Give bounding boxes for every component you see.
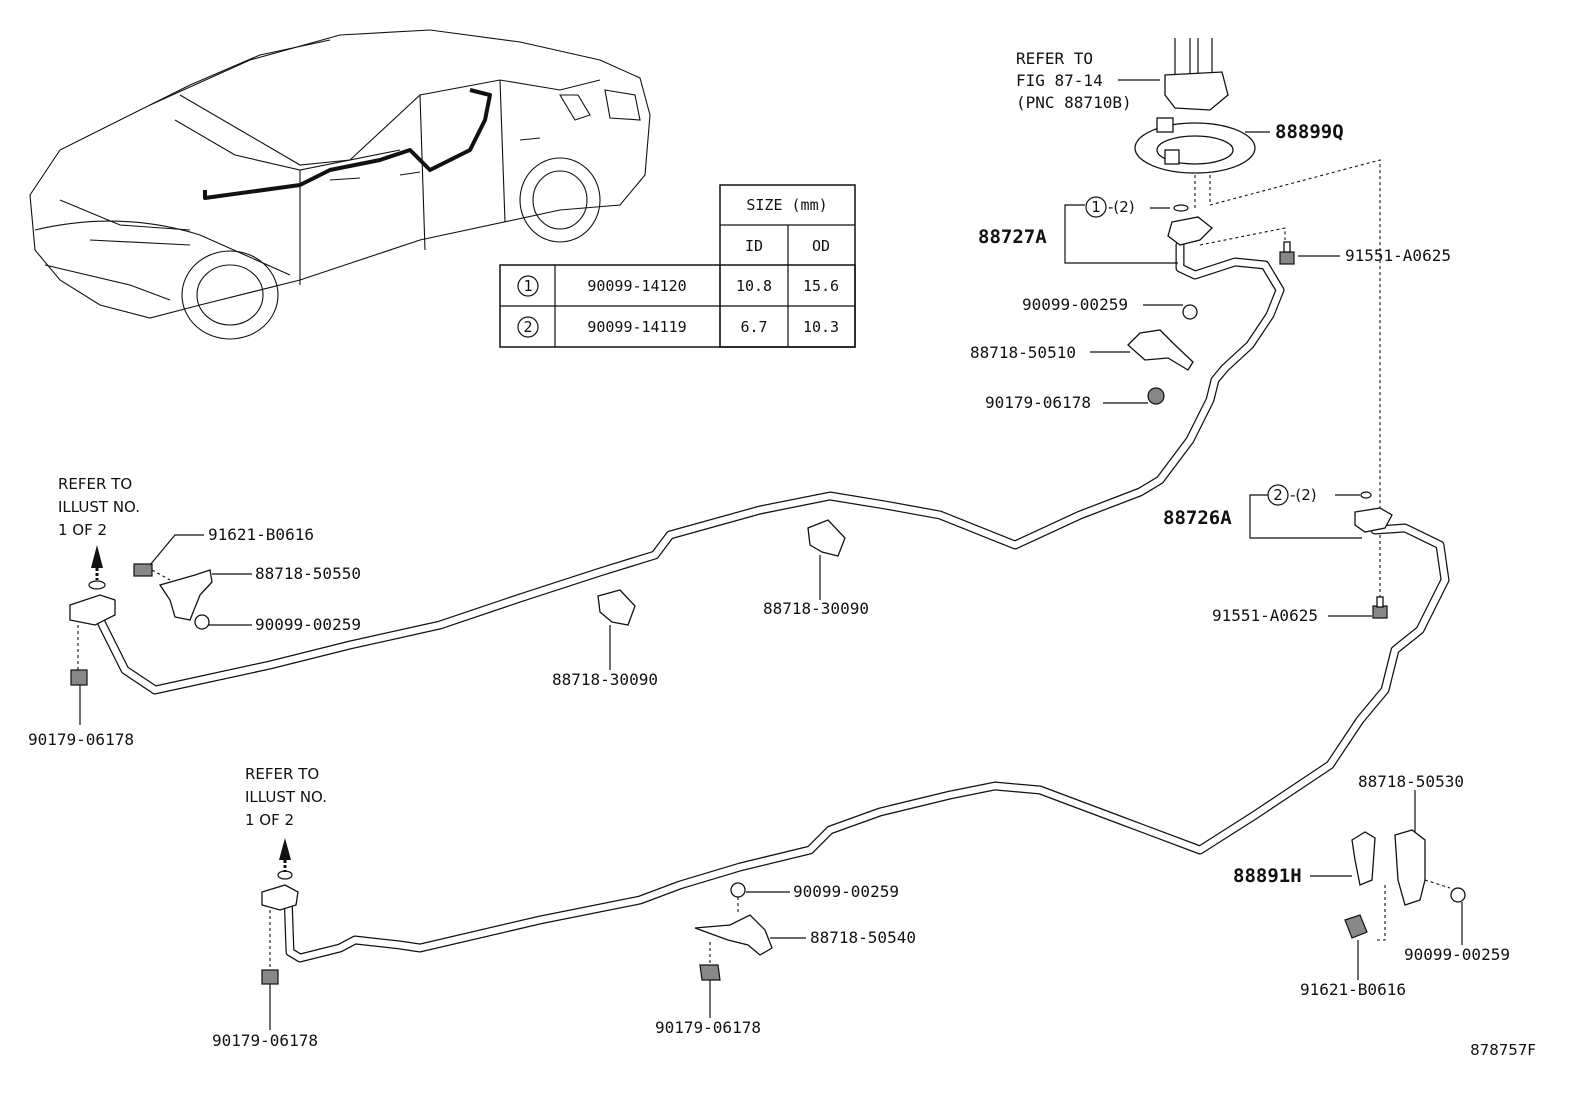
qty-mark-1: 1	[1091, 198, 1101, 216]
label-91551-a0625-mid[interactable]: 91551-A0625	[1212, 606, 1318, 625]
table-row-2-od: 10.3	[803, 318, 839, 336]
label-88718-50510[interactable]: 88718-50510	[970, 343, 1076, 362]
refer-fig-line3: (PNC 88710B)	[1016, 93, 1132, 112]
bracket-88718-50550	[133, 563, 213, 630]
label-88718-30090-b[interactable]: 88718-30090	[763, 599, 869, 618]
label-90179-06178-bottom-mid[interactable]: 90179-06178	[655, 1018, 761, 1037]
refer-illust-left-line1: REFER TO	[58, 475, 132, 493]
label-90179-06178-top[interactable]: 90179-06178	[985, 393, 1091, 412]
label-90179-06178-left[interactable]: 90179-06178	[28, 730, 134, 749]
label-88899Q[interactable]: 88899Q	[1275, 121, 1344, 143]
refer-fig-line1: REFER TO	[1016, 49, 1093, 68]
table-od-header: OD	[812, 237, 830, 255]
refer-fig-line2: FIG 87-14	[1016, 71, 1103, 90]
size-table: SIZE (mm) ID OD 1 90099-14120 10.8 15.6 …	[499, 184, 856, 348]
label-90099-00259-top[interactable]: 90099-00259	[1022, 295, 1128, 314]
qty-text-1: -(2)	[1108, 198, 1135, 216]
refer-illust-left-line3: 1 OF 2	[58, 521, 107, 539]
clamp-88891H	[1351, 831, 1376, 886]
table-row-1-id: 10.8	[736, 277, 772, 295]
label-88891H[interactable]: 88891H	[1233, 865, 1302, 887]
pipe-end-left	[69, 594, 116, 686]
table-row-2-mark: 2	[523, 318, 532, 336]
table-row-2-part: 90099-14119	[587, 318, 686, 336]
clamp-88718-50510	[1127, 304, 1198, 405]
label-88718-30090-a[interactable]: 88718-30090	[552, 670, 658, 689]
fuel-pipe-lower	[283, 523, 1450, 963]
clamp-88718-50530	[1344, 829, 1466, 941]
refer-illust-lower-line1: REFER TO	[245, 765, 319, 783]
qty-mark-2: 2	[1273, 486, 1283, 504]
label-88726A[interactable]: 88726A	[1163, 507, 1232, 529]
label-90099-00259-left[interactable]: 90099-00259	[255, 615, 361, 634]
bolt-91551-top	[1279, 241, 1295, 265]
table-row-2-id: 6.7	[740, 318, 767, 336]
label-90099-00259-bottom[interactable]: 90099-00259	[793, 882, 899, 901]
fuel-tank-connector	[1164, 38, 1229, 111]
label-91621-b0616-right[interactable]: 91621-B0616	[1300, 980, 1406, 999]
label-90179-06178-bottom-left[interactable]: 90179-06178	[212, 1031, 318, 1050]
bracket-88718-50540	[694, 882, 773, 981]
table-row-1-od: 15.6	[803, 277, 839, 295]
arrow-up-left	[88, 545, 106, 590]
label-91551-a0625-top[interactable]: 91551-A0625	[1345, 246, 1451, 265]
leader-lines	[79, 79, 1463, 1030]
label-88718-50530[interactable]: 88718-50530	[1358, 772, 1464, 791]
refer-illust-lower-line2: ILLUST NO.	[245, 788, 327, 806]
label-88727A[interactable]: 88727A	[978, 226, 1047, 248]
clip-88718-30090-b	[807, 519, 846, 557]
clip-88718-30090-a	[597, 589, 636, 626]
label-88718-50550[interactable]: 88718-50550	[255, 564, 361, 583]
diagram-id: 878757F	[1470, 1041, 1536, 1059]
label-88718-50540[interactable]: 88718-50540	[810, 928, 916, 947]
table-row-1-part: 90099-14120	[587, 277, 686, 295]
fuel-pipe-upper	[95, 240, 1285, 695]
gasket-88899Q	[1134, 117, 1256, 174]
refer-illust-lower-line3: 1 OF 2	[245, 811, 294, 829]
pipe-end-lower-left	[261, 884, 299, 985]
car-illustration	[29, 29, 651, 340]
label-91621-b0616-left[interactable]: 91621-B0616	[208, 525, 314, 544]
pipe-joint-88726A	[1354, 491, 1393, 533]
bolt-91551-mid	[1372, 596, 1388, 619]
refer-illust-left-line2: ILLUST NO.	[58, 498, 140, 516]
table-row-1-mark: 1	[523, 277, 532, 295]
table-id-header: ID	[745, 237, 763, 255]
arrow-up-lower	[277, 838, 293, 880]
pipe-joint-88727A	[1167, 204, 1213, 246]
qty-text-2: -(2)	[1290, 486, 1317, 504]
label-90099-00259-right[interactable]: 90099-00259	[1404, 945, 1510, 964]
table-size-header: SIZE (mm)	[746, 196, 827, 214]
